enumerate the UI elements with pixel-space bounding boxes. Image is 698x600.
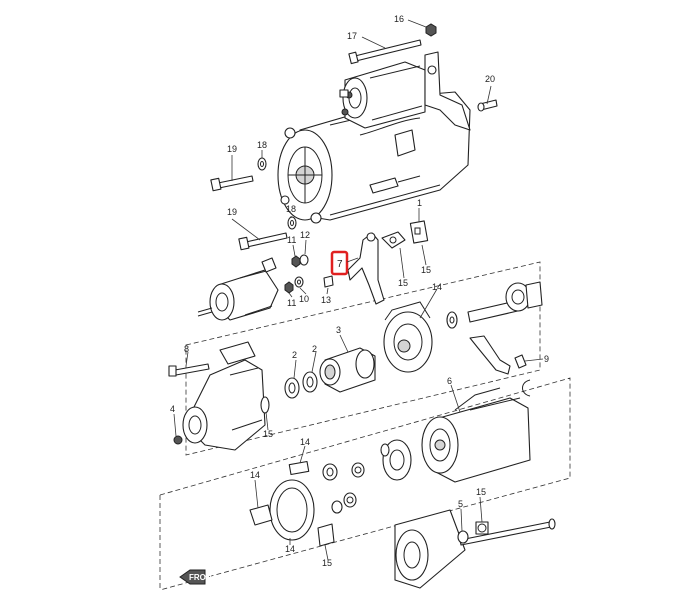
field-yoke (421, 387, 531, 483)
callout-18-lower: 18 (286, 204, 296, 214)
end-plate (380, 439, 412, 481)
callout-14-center: 14 (432, 282, 442, 292)
callout-6: 6 (447, 376, 452, 386)
washer-18-upper (257, 157, 267, 171)
rear-cover (394, 509, 556, 589)
bolt-19-lower (245, 232, 288, 248)
pinion-clutch (319, 347, 376, 393)
shift-lever (347, 220, 429, 305)
washer (446, 311, 458, 329)
nut-11-upper (291, 255, 301, 268)
highlight-box[interactable] (330, 250, 349, 276)
bolt-8 (174, 363, 210, 376)
callout-19-lower: 19 (227, 207, 237, 217)
callout-10: 10 (299, 294, 309, 304)
callout-8: 8 (184, 344, 189, 354)
callout-15-bottom: 15 (322, 558, 332, 568)
hardware-top (210, 23, 498, 251)
highlighted-callout-7[interactable]: 7 (330, 250, 359, 276)
callout-7: 7 (337, 259, 343, 270)
nut-4 (173, 435, 183, 445)
callout-18-upper: 18 (257, 140, 267, 150)
through-bolt-17 (354, 39, 422, 62)
bolt-19-upper (217, 175, 254, 189)
collar-rings (284, 371, 318, 399)
small-hardware (284, 254, 334, 294)
callout-1: 1 (417, 198, 422, 208)
leader-lines (173, 19, 544, 561)
nut-11-lower (284, 281, 294, 294)
callout-20: 20 (485, 74, 495, 84)
callout-16: 16 (394, 14, 404, 24)
callout-15-left: 15 (263, 429, 273, 439)
callout-14-lower: 14 (285, 544, 295, 554)
front-direction-marker: FRONT (179, 569, 217, 585)
bearing-5 (457, 530, 469, 544)
nose-housing (168, 341, 270, 451)
drive-shaft (446, 281, 543, 329)
callout-5: 5 (458, 499, 463, 509)
callout-13: 13 (321, 295, 331, 305)
callout-2-right: 2 (312, 344, 317, 354)
callout-11-upper: 11 (287, 235, 296, 245)
callout-14-left: 14 (250, 470, 260, 480)
callout-3: 3 (336, 325, 341, 335)
solenoid (197, 257, 279, 321)
callout-19-upper: 19 (227, 144, 237, 154)
bracket-strap (469, 335, 531, 397)
callout-15-right: 15 (421, 265, 431, 275)
drive-end-housing (383, 301, 433, 373)
callout-15-upper: 15 (398, 278, 408, 288)
callout-12: 12 (300, 230, 310, 240)
brush-holder (249, 460, 365, 547)
callout-2-left: 2 (292, 350, 297, 360)
callout-4: 4 (170, 404, 175, 414)
callout-labels: 16 17 20 19 18 19 18 11 12 11 10 13 1 15… (170, 14, 549, 568)
callout-9: 9 (544, 354, 549, 364)
through-bolt (459, 521, 552, 546)
starter-motor-assembly (277, 51, 471, 224)
callout-14-upper: 14 (300, 437, 310, 447)
nut-16 (425, 23, 437, 37)
callout-15-rear: 15 (476, 487, 486, 497)
clip-13 (323, 275, 334, 288)
washer-10 (294, 276, 304, 288)
washer-18-lower (287, 216, 297, 230)
washer-12 (299, 254, 309, 266)
callout-17: 17 (347, 31, 357, 41)
screw-9 (514, 354, 527, 369)
brush-upper (288, 460, 310, 476)
callout-11-lower: 11 (287, 298, 296, 308)
front-marker-label: FRONT (189, 573, 217, 582)
